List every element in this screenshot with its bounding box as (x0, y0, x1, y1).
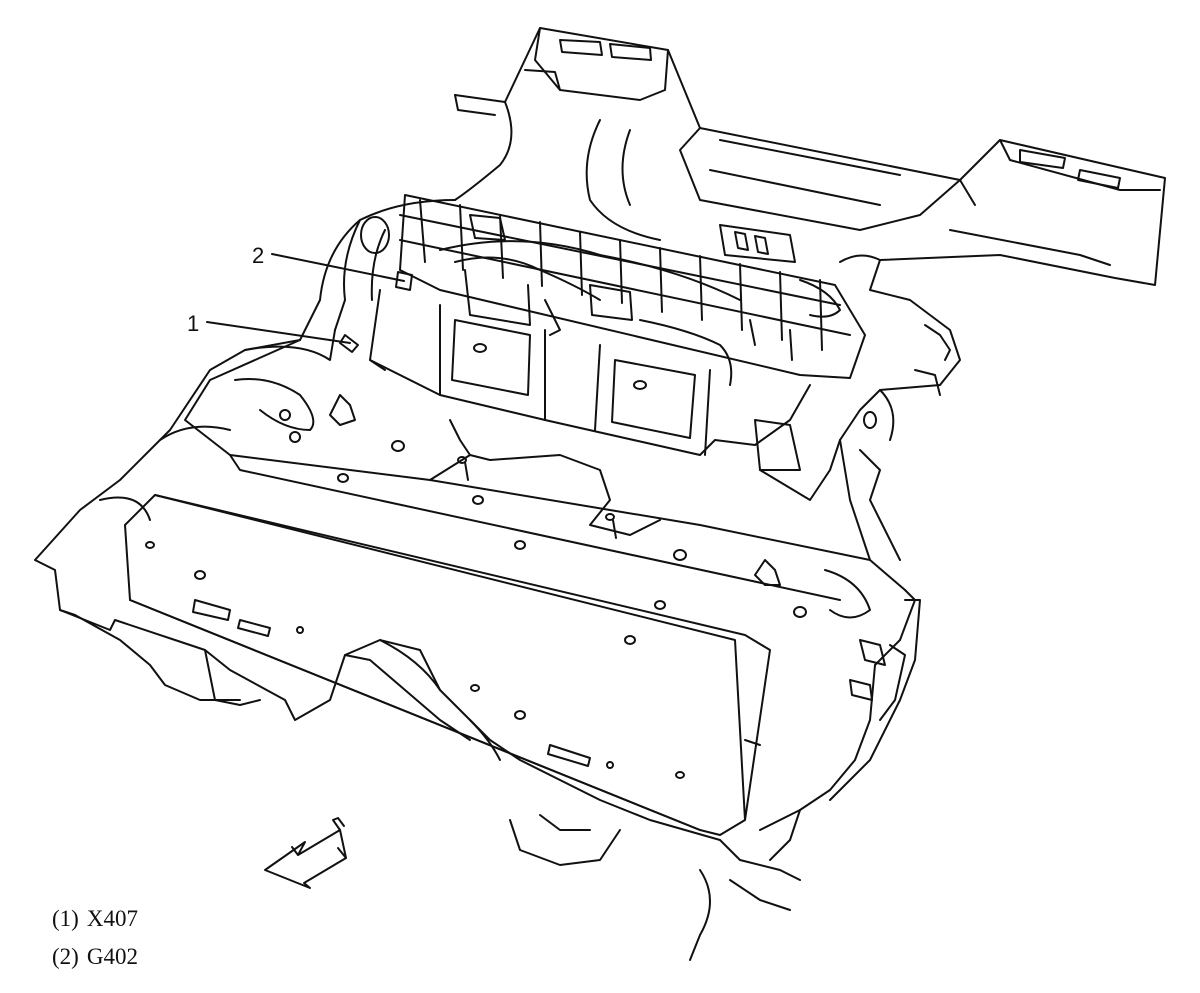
rear-floor-upper-structure (454, 27, 1166, 441)
callout-2-number: 2 (252, 243, 264, 268)
callout-2-leader (271, 253, 405, 282)
callout-1-leader (206, 321, 351, 344)
callout-1-connector (339, 334, 359, 353)
legend: (1) X407 (2) G402 (52, 900, 146, 976)
legend-item-1: (1) X407 (52, 900, 146, 938)
rear-load-floor (184, 339, 916, 666)
left-side-panel (34, 199, 456, 616)
callout-2-ground (395, 271, 413, 291)
legend-item-2-code: G402 (86, 944, 138, 969)
callout-leaders (206, 253, 413, 353)
lower-rear-body (59, 599, 921, 961)
rear-bulkhead-panel (369, 289, 841, 501)
right-side-details (859, 324, 951, 561)
forward-direction-arrow-icon (264, 817, 347, 889)
legend-item-2: (2) G402 (52, 938, 146, 976)
callout-1-number: 1 (187, 311, 199, 336)
rear-crossmember (124, 494, 771, 836)
legend-item-2-label: (2) (52, 944, 79, 969)
legend-item-1-code: X407 (86, 906, 138, 931)
legend-item-1-label: (1) (52, 906, 79, 931)
fuse-relay-block-assembly (399, 194, 866, 386)
